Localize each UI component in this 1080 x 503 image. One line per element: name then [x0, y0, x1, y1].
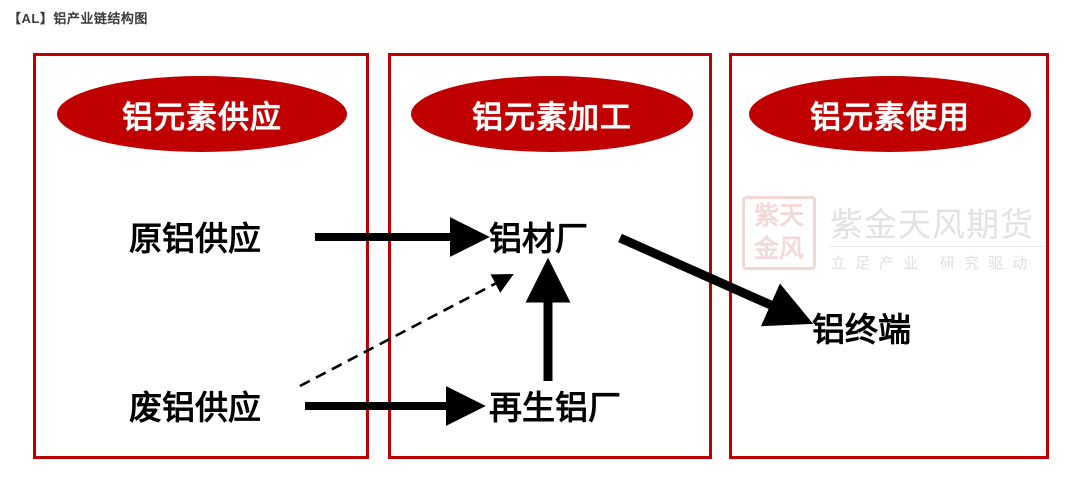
page-title: 【AL】铝产业链结构图	[8, 11, 148, 26]
arrow-mill-to-end-use	[618, 233, 814, 327]
arrow-scrap-to-mill-dashed	[299, 273, 514, 388]
node-scrap-supply: 废铝供应	[129, 391, 261, 427]
stage-box-process	[388, 53, 712, 459]
stage-ellipse-supply: 铝元素供应	[57, 76, 347, 152]
node-end-use: 铝终端	[812, 313, 911, 349]
stage-box-supply	[33, 53, 369, 459]
stage-box-usage	[729, 53, 1049, 459]
node-recycling-mill: 再生铝厂	[489, 391, 621, 427]
node-aluminum-mill: 铝材厂	[489, 222, 588, 258]
stage-ellipse-process: 铝元素加工	[411, 76, 693, 152]
stage-ellipse-usage: 铝元素使用	[749, 76, 1031, 152]
node-primary-supply: 原铝供应	[129, 222, 261, 258]
